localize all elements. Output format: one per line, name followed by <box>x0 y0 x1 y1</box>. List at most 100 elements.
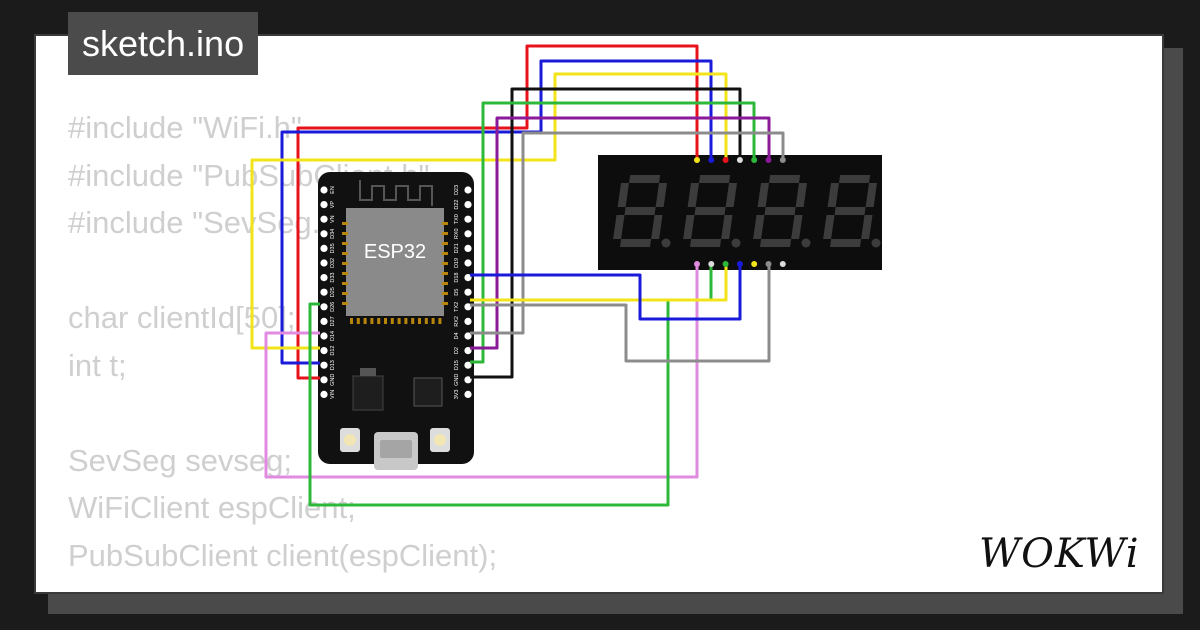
pin-label: D5 <box>454 289 460 296</box>
wire-gray-top <box>470 131 785 335</box>
board-pin[interactable] <box>320 259 328 267</box>
segment <box>764 207 796 215</box>
pin-label: EN <box>330 186 336 194</box>
segment <box>628 175 661 183</box>
segment <box>753 215 765 239</box>
pin-label: RX2 <box>454 316 460 327</box>
display-pin[interactable] <box>765 261 772 267</box>
board-pin[interactable] <box>464 361 472 369</box>
board-pin[interactable] <box>320 230 328 238</box>
display-pin[interactable] <box>694 261 700 267</box>
board-pin[interactable] <box>320 288 328 296</box>
wire-green-top <box>470 101 756 364</box>
board-pins: ENVPVND34D35D32D33D25D26D27D14D12D13GNDV… <box>320 185 472 399</box>
board-pin[interactable] <box>464 259 472 267</box>
pin-label: D15 <box>454 360 460 370</box>
segment <box>725 183 737 207</box>
board-pin[interactable] <box>464 332 472 340</box>
wire-pink <box>264 264 699 479</box>
board-pin[interactable] <box>320 376 328 384</box>
board-pin[interactable] <box>320 390 328 398</box>
chip-label: ESP32 <box>364 241 426 263</box>
display-pin[interactable] <box>736 261 743 267</box>
board-pin[interactable] <box>320 332 328 340</box>
pin-label: D32 <box>330 258 336 268</box>
board-pin[interactable] <box>464 201 472 209</box>
segment <box>698 175 731 183</box>
display-pin[interactable] <box>779 261 786 267</box>
segment <box>620 239 652 247</box>
pin-label: VN <box>330 215 336 223</box>
pin-label: D33 <box>330 273 336 283</box>
board-pin[interactable] <box>320 201 328 209</box>
board-pin[interactable] <box>464 186 472 194</box>
code-line: #include "WiFi.h" <box>68 110 302 145</box>
usb-chip <box>413 377 443 407</box>
board-pin[interactable] <box>464 376 472 384</box>
wire-yellow-bottom <box>470 264 728 302</box>
board-pin[interactable] <box>464 390 472 398</box>
board-pin[interactable] <box>320 303 328 311</box>
pin-label: D4 <box>454 332 460 339</box>
module-pads <box>342 222 448 324</box>
esp32-board[interactable]: ESP32 ENVPVND34D35D32D33D25D26D27D14D12D… <box>318 172 474 470</box>
pin-label: D35 <box>330 243 336 253</box>
wire-yellow <box>250 72 728 350</box>
board-pin[interactable] <box>320 317 328 325</box>
segment <box>834 207 866 215</box>
decimal-point <box>731 238 741 248</box>
board-pin[interactable] <box>464 215 472 223</box>
code-line: int t; <box>68 347 127 383</box>
pin-label: VIN <box>330 390 336 399</box>
decimal-point <box>871 238 881 248</box>
antenna-icon <box>359 180 433 206</box>
board-pin[interactable] <box>320 274 328 282</box>
board-pin[interactable] <box>320 215 328 223</box>
display-pin[interactable] <box>736 157 743 163</box>
display-pin[interactable] <box>751 157 758 163</box>
board-pin[interactable] <box>464 317 472 325</box>
pin-label: TX2 <box>454 302 460 312</box>
board-pin[interactable] <box>320 244 328 252</box>
board-pin[interactable] <box>464 244 472 252</box>
pin-label: RX0 <box>454 228 460 239</box>
display-pin[interactable] <box>722 261 729 267</box>
segment <box>791 215 803 239</box>
code-line: char clientId[50]; <box>68 300 296 335</box>
display-pin[interactable] <box>694 157 700 163</box>
display-pin[interactable] <box>765 157 772 163</box>
board-pin[interactable] <box>464 230 472 238</box>
wire-black <box>470 87 742 379</box>
pin-label: D34 <box>330 229 336 239</box>
pin-label: D18 <box>454 273 460 283</box>
voltage-regulator <box>352 375 384 411</box>
segment <box>838 175 871 183</box>
segment <box>651 215 663 239</box>
display-pin[interactable] <box>708 261 715 267</box>
display-pin[interactable] <box>751 261 758 267</box>
board-pin[interactable] <box>320 186 328 194</box>
board-pin[interactable] <box>464 347 472 355</box>
board-pin[interactable] <box>464 274 472 282</box>
file-name-tab[interactable]: sketch.ino <box>68 12 259 75</box>
pin-label: D21 <box>454 243 460 253</box>
display-pin[interactable] <box>722 157 729 163</box>
pin-label: D22 <box>454 200 460 210</box>
board-pin[interactable] <box>320 361 328 369</box>
board-pin[interactable] <box>464 303 472 311</box>
pin-label: D12 <box>330 346 336 356</box>
segment <box>655 183 667 207</box>
board-pin[interactable] <box>320 347 328 355</box>
board-pin[interactable] <box>464 288 472 296</box>
segment <box>613 215 625 239</box>
code-line: SevSeg sevseg; <box>68 442 293 478</box>
wire-purple <box>470 116 771 350</box>
display-pin[interactable] <box>708 157 715 163</box>
wire-red <box>296 44 699 380</box>
display-pin[interactable] <box>779 157 786 163</box>
segment <box>617 183 629 207</box>
segment <box>760 239 792 247</box>
segment <box>865 183 877 207</box>
pin-label: D2 <box>454 347 460 354</box>
